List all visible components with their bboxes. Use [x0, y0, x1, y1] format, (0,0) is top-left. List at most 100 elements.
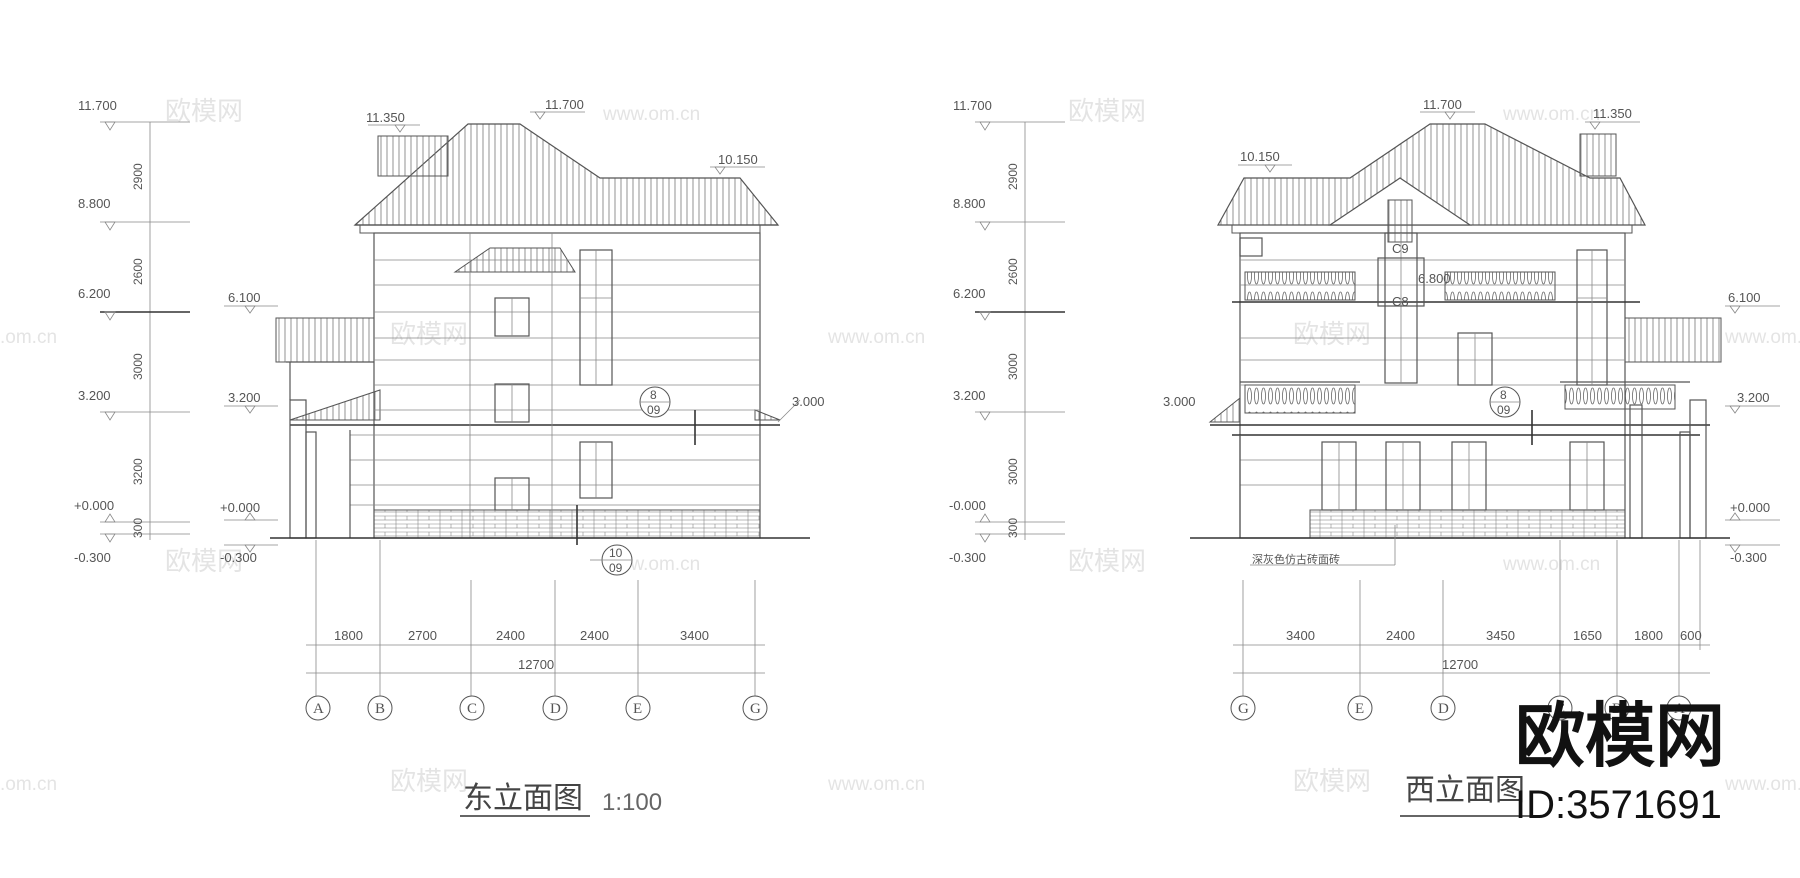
watermark-url: www.om.cn	[827, 327, 925, 348]
east-level-tag: 6.100	[228, 290, 261, 305]
west-detail-callout: 8 09 深灰色仿古砖面砖	[1250, 386, 1521, 566]
east-title: 东立面图	[463, 781, 583, 816]
watermark-logo: 欧模网	[1293, 767, 1371, 797]
watermark-logo: 欧模网	[165, 97, 243, 127]
window-tag: C9	[1392, 241, 1409, 256]
watermark-logo: 欧模网	[165, 547, 243, 577]
callout-bottom: 09	[647, 403, 661, 417]
west-dim: 2400	[1386, 628, 1415, 643]
east-vertical-dim: 3000	[131, 353, 145, 380]
watermark-url: www.om.cn	[602, 104, 700, 125]
east-dim: 2400	[580, 628, 609, 643]
window-tag: C8	[1392, 294, 1409, 309]
callout-bottom: 09	[609, 561, 623, 575]
watermark-logo: 欧模网	[1068, 547, 1146, 577]
axis-label: A	[313, 701, 324, 717]
west-vertical-dim: 3000	[1006, 353, 1020, 380]
east-roof	[275, 123, 781, 421]
west-vertical-dim: 3000	[1006, 458, 1020, 485]
west-level-tag: 6.800	[1418, 271, 1451, 286]
east-elevation: 11.700 8.800 6.200 3.200 +0.000 -0.300 2…	[74, 97, 825, 817]
east-walls	[270, 232, 810, 545]
watermark-url: www.om.cn	[827, 774, 925, 795]
callout-top: 8	[650, 388, 657, 402]
east-level-tag: 3.000	[792, 394, 825, 409]
callout-bottom: 09	[1497, 403, 1511, 417]
east-dim: 1800	[334, 628, 363, 643]
west-building-levels: 11.700 11.350 10.150 6.800 6.100 3.000 3…	[1163, 97, 1780, 565]
west-level-label: 8.800	[953, 196, 986, 211]
watermark-url: .om.cn	[0, 774, 57, 795]
west-level-scale: 11.700 8.800 6.200 3.200 -0.000 -0.300 2…	[949, 98, 1065, 565]
west-dim: 3450	[1486, 628, 1515, 643]
west-dim: 3400	[1286, 628, 1315, 643]
west-axis-markers: G E D C B A	[1230, 695, 1692, 721]
west-level-tag: +0.000	[1730, 500, 1770, 515]
axis-label: B	[375, 701, 385, 717]
axis-label: D	[1438, 701, 1449, 717]
east-dim: 2700	[408, 628, 437, 643]
east-level-tag: 11.350	[366, 110, 405, 125]
east-vertical-dim: 2900	[131, 163, 145, 190]
west-roof	[1208, 123, 1722, 423]
west-vertical-dim: 300	[1006, 518, 1020, 538]
east-dimension-chain: 1800 2700 2400 2400 3400 12700	[306, 540, 765, 710]
axis-label: C	[1555, 701, 1565, 717]
west-level-label: -0.000	[949, 498, 986, 513]
watermark-logo: 欧模网	[390, 320, 468, 350]
west-dimension-chain: 3400 2400 3450 1650 1800 600 12700	[1233, 540, 1710, 710]
west-level-tag: 11.700	[1423, 97, 1462, 112]
west-level-label: 3.200	[953, 388, 986, 403]
east-building-levels: 11.350 11.700 10.150 6.100 3.200 +0.000 …	[220, 97, 825, 565]
west-total-dim: 12700	[1442, 657, 1478, 672]
brand-overlay: 欧模网 ID:3571691	[1515, 695, 1725, 827]
west-level-tag: 10.150	[1240, 149, 1280, 164]
east-vertical-dim: 2600	[131, 258, 145, 285]
west-level-tag: 3.200	[1737, 390, 1770, 405]
west-walls	[1190, 232, 1730, 539]
east-vertical-dim: 3200	[131, 458, 145, 485]
east-level-tag: 3.200	[228, 390, 261, 405]
east-axis-markers: A B C D E G	[305, 695, 768, 721]
brand-id: ID:3571691	[1515, 783, 1722, 827]
west-title: 西立面图	[1405, 773, 1525, 808]
west-dim: 1800	[1634, 628, 1663, 643]
brand-logo: 欧模网	[1515, 695, 1725, 777]
west-dim: 1650	[1573, 628, 1602, 643]
east-total-dim: 12700	[518, 657, 554, 672]
west-dim: 600	[1680, 628, 1702, 643]
west-elevation: 11.700 8.800 6.200 3.200 -0.000 -0.300 2…	[949, 97, 1780, 817]
west-level-tag: -0.300	[1730, 550, 1767, 565]
axis-label: B	[1612, 701, 1622, 717]
east-scale: 1:100	[602, 789, 662, 816]
east-level-tag: -0.300	[220, 550, 257, 565]
east-vertical-dim: 300	[131, 518, 145, 538]
east-level-label: 11.700	[78, 98, 117, 113]
watermark-url: .om.cn	[0, 327, 57, 348]
axis-label: D	[550, 701, 561, 717]
east-level-tag: +0.000	[220, 500, 260, 515]
east-level-label: 8.800	[78, 196, 111, 211]
watermark-url: www.om.cn	[1724, 774, 1800, 795]
axis-label: C	[467, 701, 477, 717]
watermark-url: www.om.cn	[1502, 104, 1600, 125]
east-level-tag: 11.700	[545, 97, 584, 112]
west-level-label: 6.200	[953, 286, 986, 301]
watermark-url: www.om.cn	[1724, 327, 1800, 348]
east-detail-callout: 8 09 10 09	[590, 386, 671, 576]
callout-top: 10	[609, 546, 623, 560]
axis-label: E	[1355, 701, 1364, 717]
material-note: 深灰色仿古砖面砖	[1252, 552, 1340, 566]
west-vertical-dim: 2600	[1006, 258, 1020, 285]
west-level-tag: 6.100	[1728, 290, 1761, 305]
watermark-url: www.om.cn	[1502, 554, 1600, 575]
east-level-label: 6.200	[78, 286, 111, 301]
west-level-tag: 3.000	[1163, 394, 1196, 409]
west-level-label: -0.300	[949, 550, 986, 565]
watermark-logo: 欧模网	[390, 767, 468, 797]
west-level-tag: 11.350	[1593, 106, 1632, 121]
east-level-label: +0.000	[74, 498, 114, 513]
watermark-logo: 欧模网	[1293, 320, 1371, 350]
west-level-label: 11.700	[953, 98, 992, 113]
